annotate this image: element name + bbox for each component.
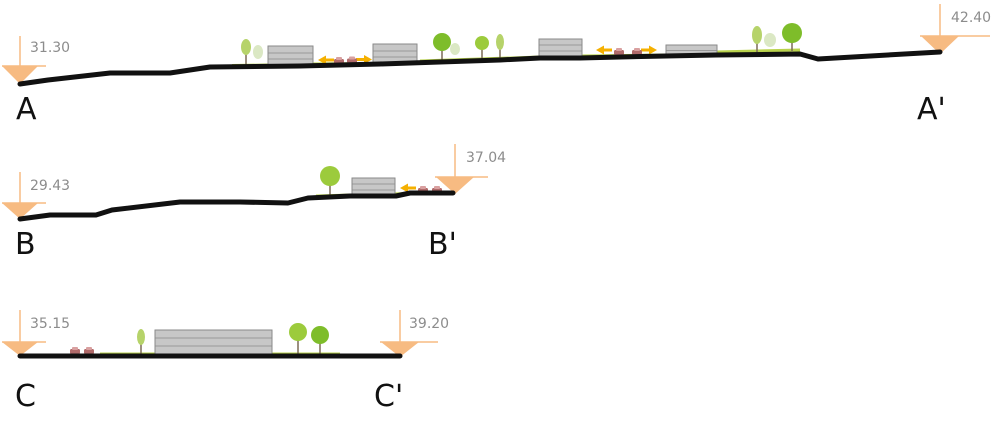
section-a-traffic-arrow-right-2 [641, 45, 657, 55]
section-a-traffic-arrow-left-1 [318, 55, 334, 65]
section-a-building-3 [538, 38, 583, 59]
section-a-building-1 [267, 45, 314, 67]
section-b-start-label: B [15, 227, 36, 262]
tree-icon [289, 323, 307, 354]
section-b-ground-line [17, 190, 456, 222]
section-a-traffic-arrow-left-2 [596, 45, 612, 55]
section-a: 31.30 42.40 [2, 4, 991, 127]
section-a-start-elevation: 31.30 [30, 40, 70, 56]
tree-icon [450, 43, 460, 55]
section-c-end-marker: 39.20 [380, 310, 449, 357]
section-a-end-marker: 42.40 [920, 4, 991, 54]
tree-icon [433, 33, 451, 60]
car-icon [632, 48, 642, 55]
section-b-end-marker: 37.04 [435, 144, 506, 194]
tree-icon [320, 166, 340, 195]
arrow-right-icon [641, 45, 657, 55]
elevation-triangle-icon [2, 203, 38, 219]
section-a-ground-line [17, 49, 943, 87]
tree-icon [253, 45, 263, 59]
tree-icon [782, 23, 802, 51]
section-b-traffic-arrow-left [400, 183, 416, 193]
section-b-start-marker: 29.43 [2, 172, 70, 219]
section-a-start-marker: 31.30 [2, 36, 70, 84]
elevation-triangle-icon [381, 342, 419, 357]
section-c-end-label: C' [374, 379, 403, 414]
arrow-left-icon [596, 45, 612, 55]
arrow-left-icon [400, 183, 416, 193]
elevation-triangle-icon [436, 177, 474, 194]
section-a-start-label: A [16, 92, 37, 127]
tree-icon [475, 36, 489, 59]
section-b-end-label: B' [428, 227, 457, 262]
tree-icon [311, 326, 329, 354]
tree-icon [752, 26, 762, 52]
section-c-end-elevation: 39.20 [409, 316, 449, 332]
tree-icon [496, 34, 504, 58]
arrow-right-icon [356, 55, 372, 64]
tree-icon [241, 39, 251, 65]
section-a-end-label: A' [917, 92, 946, 127]
section-b: 29.43 37.04 [2, 144, 506, 262]
section-c-building [154, 329, 273, 355]
car-icon [84, 347, 94, 354]
section-c-start-elevation: 35.15 [30, 316, 70, 332]
elevation-triangle-icon [2, 342, 38, 356]
section-a-end-elevation: 42.40 [951, 10, 991, 26]
tree-icon [764, 33, 776, 47]
section-c: 35.15 39.20 [2, 310, 449, 414]
section-a-traffic-arrow-right-1 [356, 55, 372, 64]
tree-icon [137, 329, 145, 354]
elevation-triangle-icon [921, 36, 959, 54]
car-icon [70, 347, 80, 354]
section-b-end-elevation: 37.04 [466, 150, 506, 166]
arrow-left-icon [318, 55, 334, 65]
car-icon [614, 48, 624, 55]
section-c-start-marker: 35.15 [2, 310, 70, 356]
elevation-triangle-icon [2, 66, 38, 84]
section-b-building [351, 177, 396, 197]
section-b-start-elevation: 29.43 [30, 178, 70, 194]
section-c-start-label: C [15, 379, 36, 414]
